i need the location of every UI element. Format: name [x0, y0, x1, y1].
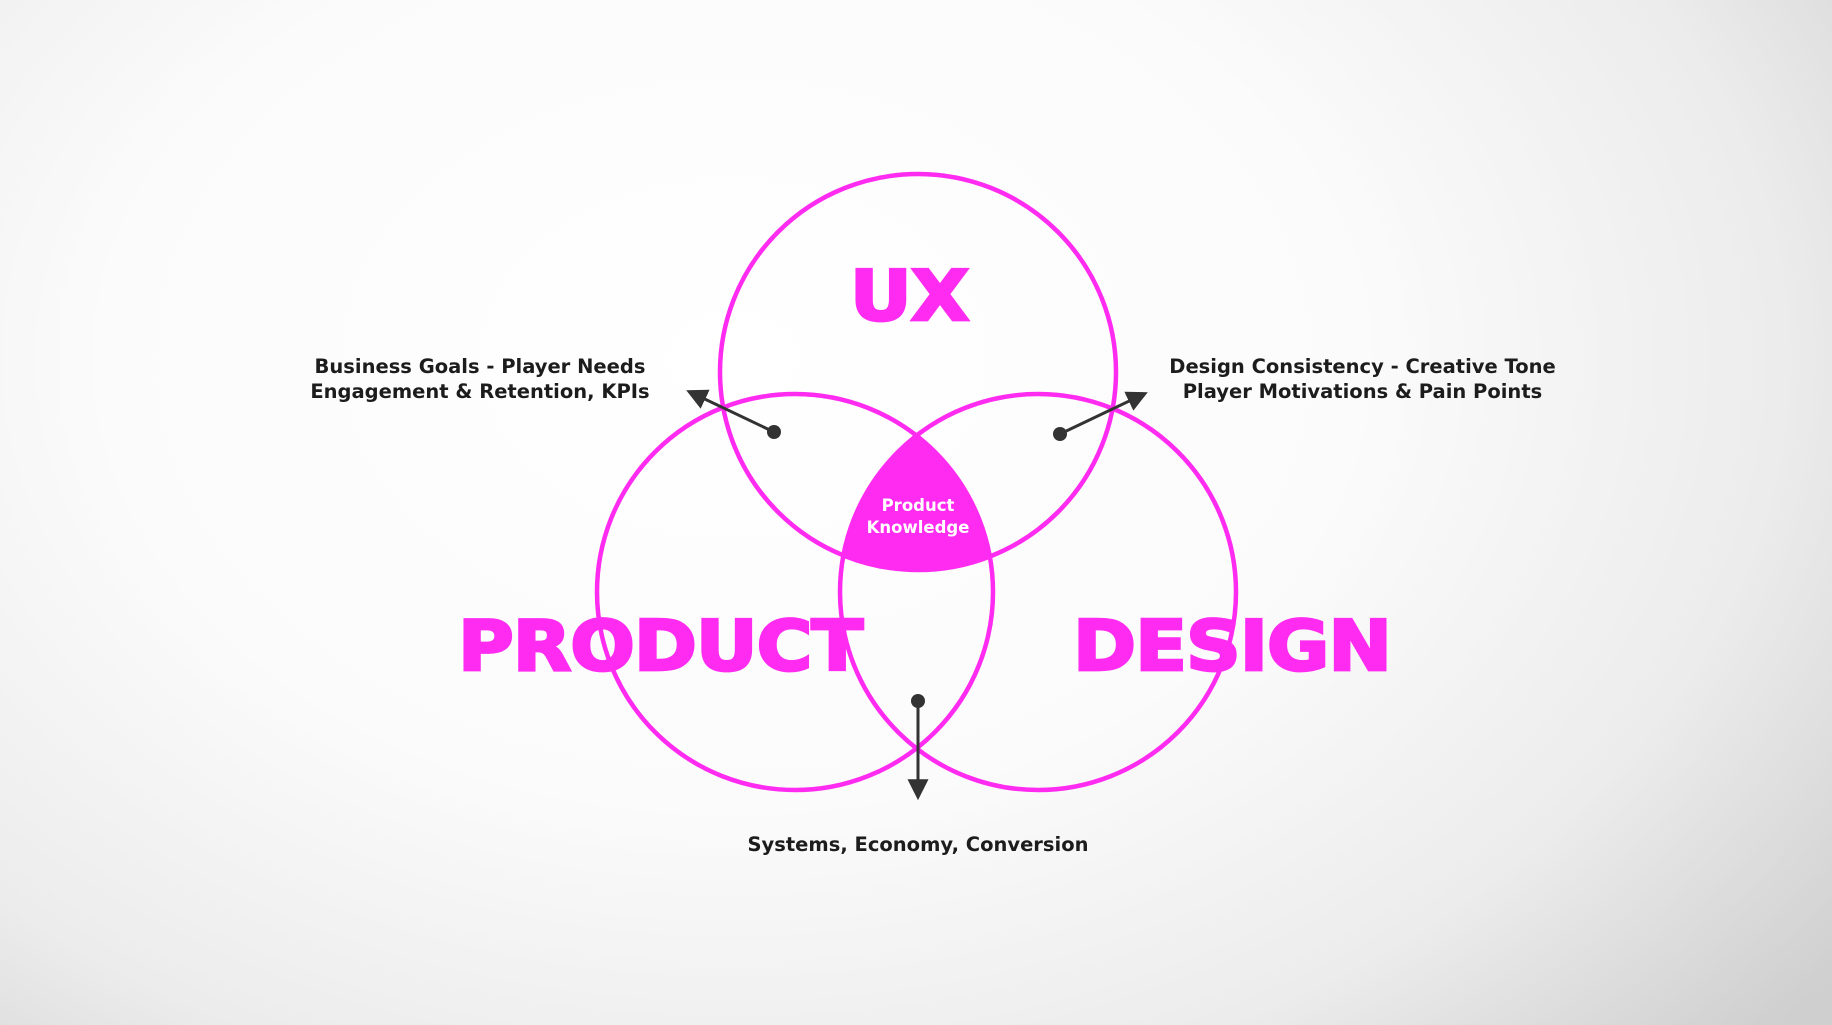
product-label: PRODUCT [456, 604, 864, 687]
dot-ux-product [767, 425, 781, 439]
annotation-ux-product: Business Goals - Player Needs Engagement… [300, 354, 660, 404]
annotation-ux-product-line1: Business Goals - Player Needs [314, 355, 646, 378]
annotation-product-design-line1: Systems, Economy, Conversion [747, 833, 1089, 856]
dot-product-design [911, 694, 925, 708]
ux-label: UX [848, 254, 970, 337]
annotation-ux-design-line2: Player Motivations & Pain Points [1182, 380, 1543, 403]
center-label-line1: Product [881, 496, 955, 515]
annotation-ux-product-line2: Engagement & Retention, KPIs [310, 380, 650, 403]
annotation-ux-design: Design Consistency - Creative Tone Playe… [1150, 354, 1575, 404]
annotation-ux-design-line1: Design Consistency - Creative Tone [1169, 355, 1556, 378]
design-circle [837, 391, 1239, 793]
dot-ux-design [1053, 427, 1067, 441]
arrow-ux-product [686, 389, 775, 434]
product-circle [594, 391, 996, 793]
annotation-product-design: Systems, Economy, Conversion [718, 832, 1118, 857]
design-label: DESIGN [1071, 604, 1393, 687]
center-label-line2: Knowledge [866, 518, 970, 537]
center-intersection [840, 394, 993, 570]
arrow-ux-design [1059, 391, 1148, 436]
center-label: Product Knowledge [858, 495, 978, 539]
ux-circle [717, 171, 1119, 573]
